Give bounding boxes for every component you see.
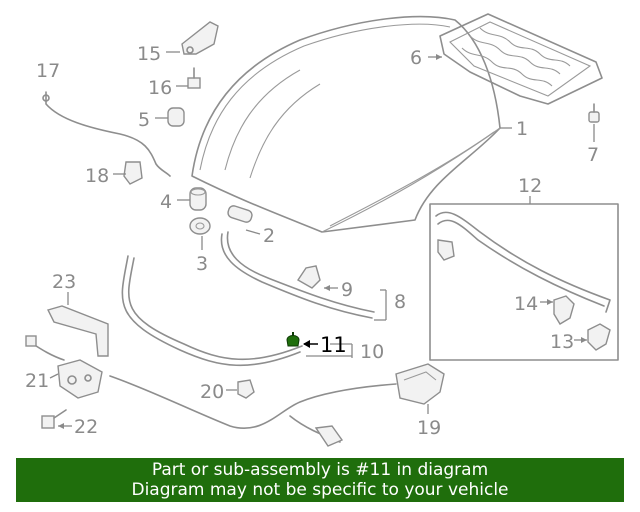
clip-11-highlighted[interactable] bbox=[286, 332, 300, 347]
front-seal-12[interactable] bbox=[435, 211, 611, 313]
latch-cable[interactable] bbox=[109, 375, 397, 447]
callout-9[interactable]: 9 bbox=[341, 279, 353, 301]
clip-14[interactable] bbox=[553, 295, 575, 325]
callout-12[interactable]: 12 bbox=[518, 175, 542, 197]
callout-8[interactable]: 8 bbox=[394, 291, 406, 313]
hood-insulator[interactable] bbox=[439, 13, 603, 105]
seal-end-clip[interactable] bbox=[437, 239, 455, 261]
seal-pad-2[interactable] bbox=[227, 205, 254, 224]
callout-18[interactable]: 18 bbox=[85, 165, 109, 187]
grommet-4[interactable] bbox=[189, 187, 207, 211]
callout-2[interactable]: 2 bbox=[263, 225, 275, 247]
clip-7[interactable] bbox=[588, 103, 600, 123]
hood-latch-21[interactable] bbox=[25, 335, 103, 399]
washer-3[interactable] bbox=[189, 217, 211, 235]
callout-17[interactable]: 17 bbox=[36, 60, 60, 82]
callout-19[interactable]: 19 bbox=[417, 417, 441, 439]
parts-diagram: 1 6 7 15 16 5 17 18 bbox=[25, 13, 619, 447]
release-handle-19[interactable] bbox=[395, 363, 445, 405]
callout-22[interactable]: 22 bbox=[74, 416, 98, 438]
bolt-16[interactable] bbox=[187, 67, 201, 89]
seal-clip-9[interactable] bbox=[297, 265, 321, 289]
callout-3[interactable]: 3 bbox=[196, 253, 208, 275]
callout-14[interactable]: 14 bbox=[514, 293, 538, 315]
callout-13[interactable]: 13 bbox=[550, 331, 574, 353]
release-cable[interactable] bbox=[42, 91, 171, 177]
cable-clamp-20[interactable] bbox=[237, 379, 255, 399]
front-weatherstrip-10[interactable] bbox=[121, 255, 303, 367]
banner-line-1: Part or sub-assembly is #11 in diagram bbox=[151, 460, 489, 480]
callout-7[interactable]: 7 bbox=[587, 144, 599, 166]
sub-assembly-box-12 bbox=[429, 203, 619, 361]
callout-21[interactable]: 21 bbox=[25, 370, 49, 392]
hood-hinge[interactable] bbox=[181, 21, 219, 55]
callout-10[interactable]: 10 bbox=[360, 341, 384, 363]
info-banner: Part or sub-assembly is #11 in diagram D… bbox=[16, 458, 624, 502]
callout-4[interactable]: 4 bbox=[160, 191, 172, 213]
cable-clip-18[interactable] bbox=[123, 161, 143, 185]
callout-23[interactable]: 23 bbox=[52, 271, 76, 293]
callout-16[interactable]: 16 bbox=[148, 77, 172, 99]
callout-15[interactable]: 15 bbox=[137, 43, 161, 65]
bumper-5[interactable] bbox=[167, 107, 185, 127]
callout-20[interactable]: 20 bbox=[200, 381, 224, 403]
clip-13[interactable] bbox=[587, 323, 611, 351]
latch-bolt-22[interactable] bbox=[41, 409, 67, 429]
hood-seal-8[interactable] bbox=[220, 231, 375, 319]
banner-line-2: Diagram may not be specific to your vehi… bbox=[131, 480, 509, 500]
callout-1[interactable]: 1 bbox=[516, 118, 528, 140]
latch-bracket-23[interactable] bbox=[46, 305, 109, 357]
callout-5[interactable]: 5 bbox=[138, 109, 150, 131]
callout-11[interactable]: 11 bbox=[320, 333, 347, 357]
hood-panel[interactable] bbox=[191, 15, 501, 233]
callout-6[interactable]: 6 bbox=[410, 47, 422, 69]
